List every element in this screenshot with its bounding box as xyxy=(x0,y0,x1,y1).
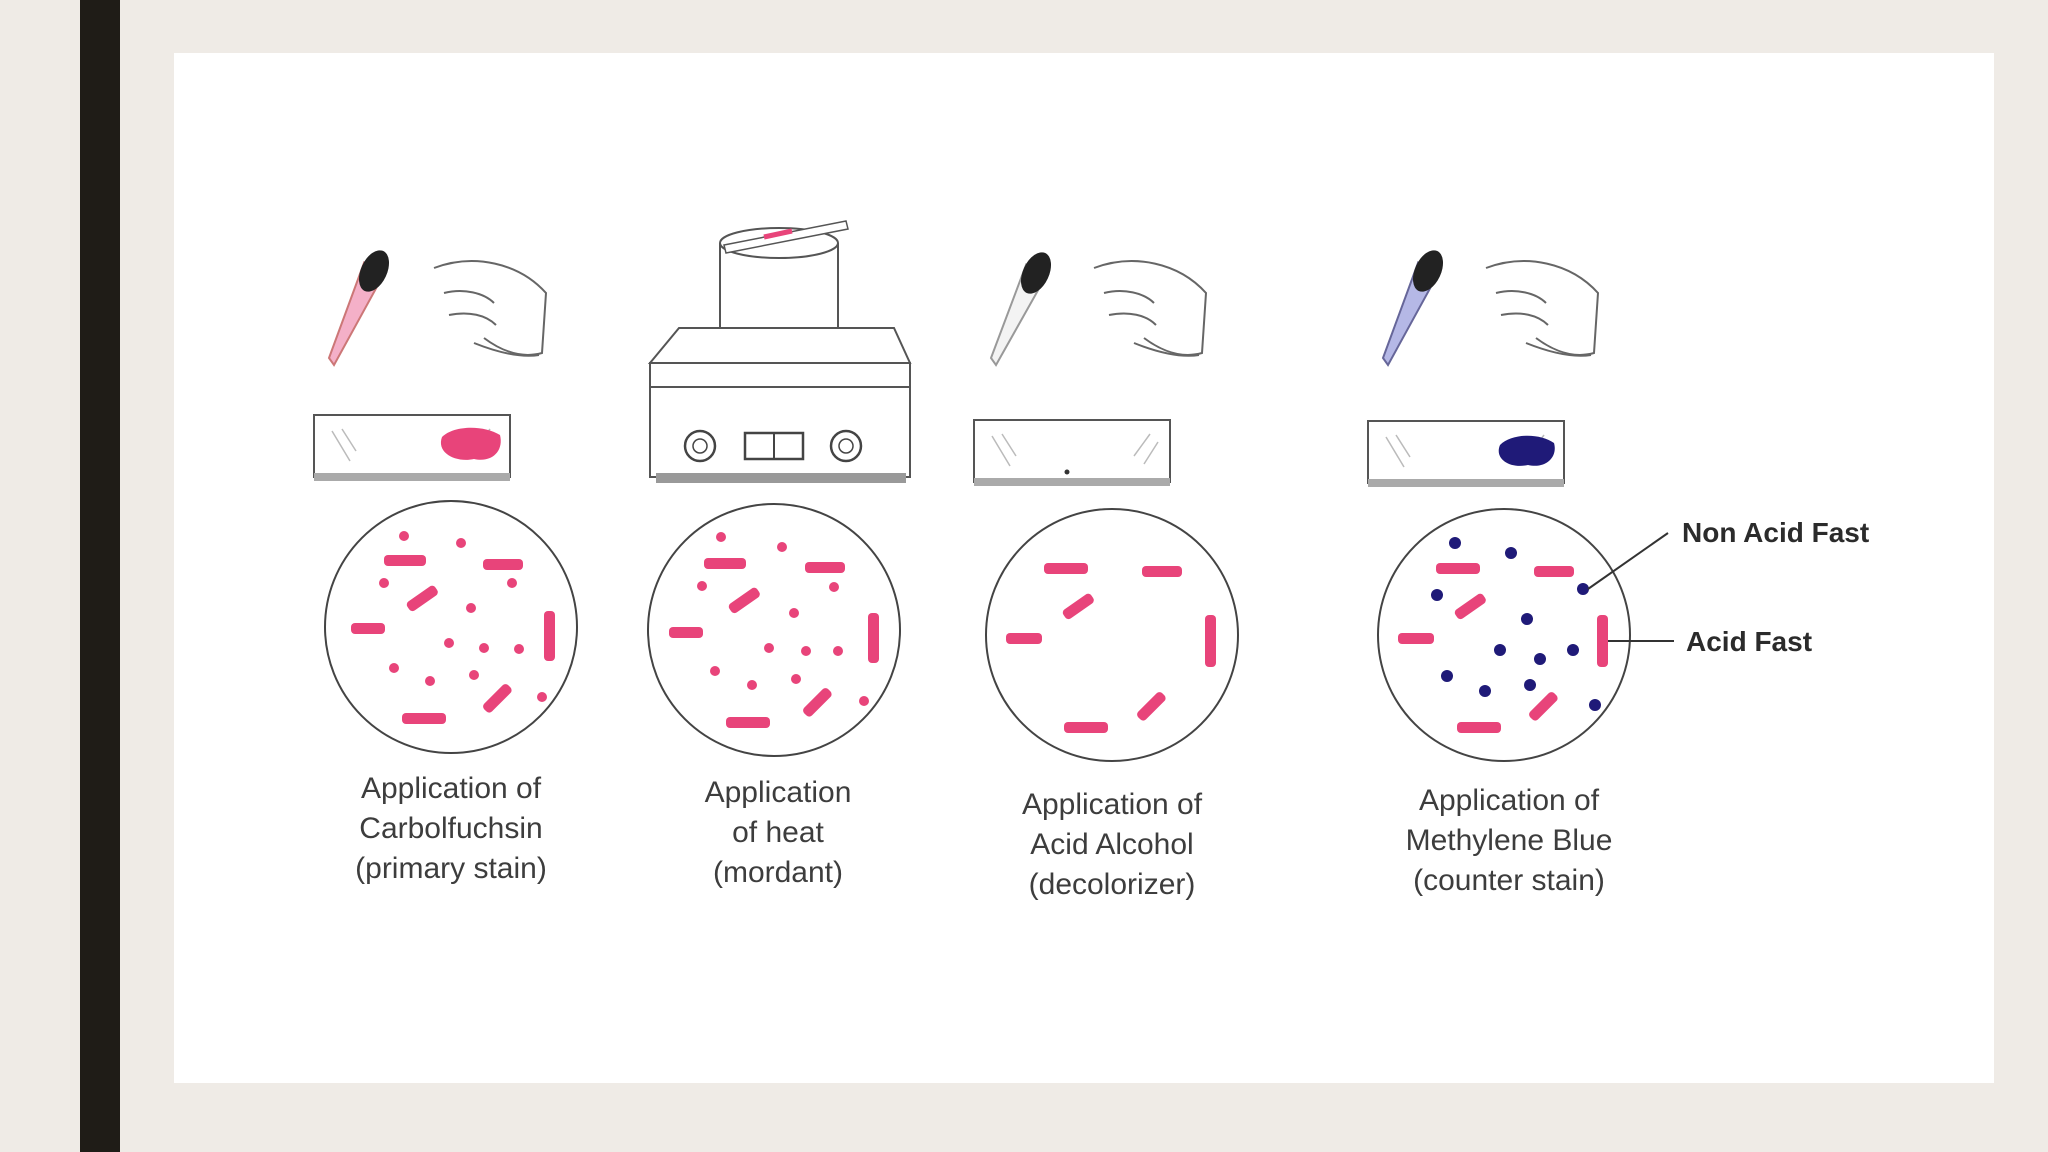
legend-acid-fast: Acid Fast xyxy=(1608,626,1812,657)
step-1-caption-line-2: Carbolfuchsin xyxy=(359,812,542,845)
slide-carbolfuchsin xyxy=(313,414,511,481)
step-2-caption-line-3: (mordant) xyxy=(713,856,843,889)
legend-non-acid-fast: Non Acid Fast xyxy=(1587,517,1869,590)
step-2-caption-line-2: of heat xyxy=(732,816,824,849)
step-2-heat: Application of heat (mordant) xyxy=(647,220,912,889)
step-4-caption-line-2: Methylene Blue xyxy=(1406,824,1613,857)
dropper-hand-icon xyxy=(1381,250,1600,367)
microscope-field-4 xyxy=(1377,508,1631,762)
non-acid-fast-label: Non Acid Fast xyxy=(1682,517,1869,548)
microscope-field-2 xyxy=(647,503,901,757)
microscope-field-1 xyxy=(324,500,578,754)
figure-panel: Application of Carbolfuchsin (primary st… xyxy=(174,53,1994,1083)
step-3-caption-line-3: (decolorizer) xyxy=(1029,868,1196,901)
step-4-methylene-blue: Application of Methylene Blue (counter s… xyxy=(1367,250,1869,897)
step-2-caption-line-1: Application xyxy=(705,776,852,809)
step-3-caption-line-2: Acid Alcohol xyxy=(1030,828,1193,861)
slide-side-bar xyxy=(80,0,120,1152)
acid-fast-staining-diagram: Application of Carbolfuchsin (primary st… xyxy=(313,220,1869,901)
acid-fast-label: Acid Fast xyxy=(1686,626,1812,657)
dropper-hand-icon xyxy=(989,252,1208,367)
slide-methylene-blue xyxy=(1367,420,1565,487)
dropper-hand-icon xyxy=(327,250,548,367)
step-1-caption-line-3: (primary stain) xyxy=(355,852,547,885)
non-acid-fast-leader-line xyxy=(1587,532,1669,590)
step-4-caption-line-1: Application of xyxy=(1419,784,1600,817)
microscope-field-3 xyxy=(985,508,1239,762)
step-4-caption-line-3: (counter stain) xyxy=(1413,864,1605,897)
step-3-acid-alcohol: Application of Acid Alcohol (decolorizer… xyxy=(973,252,1239,901)
hot-plate-icon xyxy=(647,327,912,483)
step-3-caption-line-1: Application of xyxy=(1022,788,1203,821)
step-1-carbolfuchsin: Application of Carbolfuchsin (primary st… xyxy=(313,250,578,885)
step-1-caption-line-1: Application of xyxy=(361,772,542,805)
slide-acid-alcohol xyxy=(973,419,1171,486)
